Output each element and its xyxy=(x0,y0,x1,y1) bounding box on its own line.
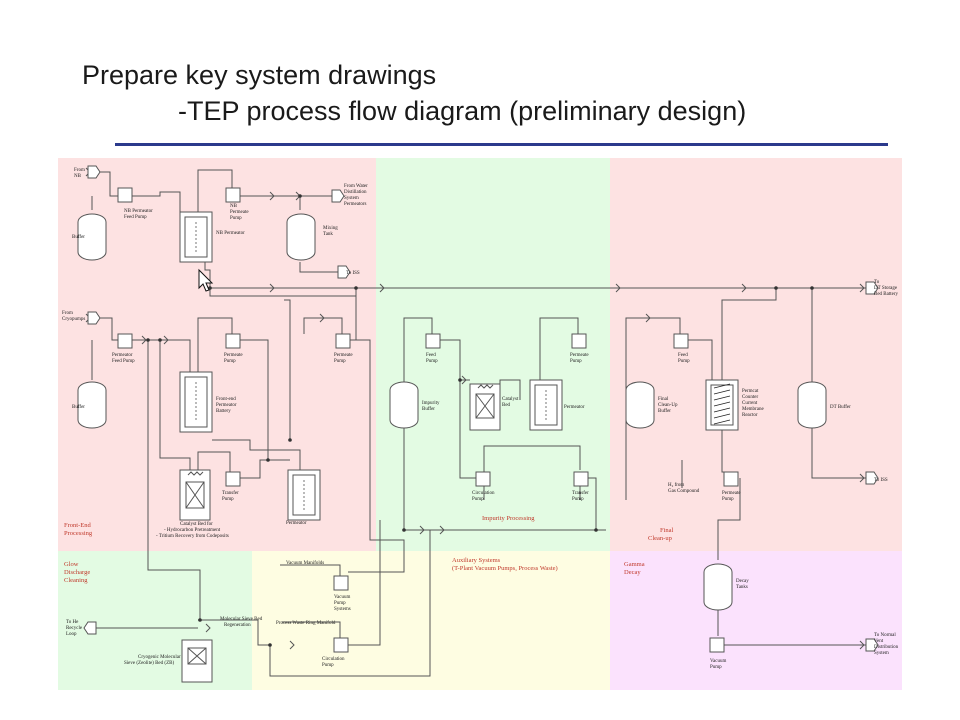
piping xyxy=(88,169,868,677)
zone-auxiliary xyxy=(252,551,610,690)
svg-text:To ISS: To ISS xyxy=(874,478,888,483)
section-auxiliary: Auxiliary Systems(T-Plant Vacuum Pumps, … xyxy=(452,557,558,572)
svg-text:Vacuum Manifolds: Vacuum Manifolds xyxy=(286,561,324,566)
vessel-details xyxy=(195,222,731,510)
junction-dots xyxy=(146,194,814,647)
svg-text:NB Permeator: NB Permeator xyxy=(216,231,245,236)
svg-text:Buffer: Buffer xyxy=(72,235,85,240)
slide-subtitle: -TEP process flow diagram (preliminary d… xyxy=(178,96,747,126)
zone-final-cleanup xyxy=(610,158,902,551)
section-impurity: Impurity Processing xyxy=(482,515,535,522)
svg-text:DT Buffer: DT Buffer xyxy=(830,405,851,410)
zone-impurity xyxy=(376,158,610,551)
svg-text:Permeator: Permeator xyxy=(564,405,585,410)
svg-text:Buffer: Buffer xyxy=(72,405,85,410)
zone-gamma xyxy=(610,551,902,690)
svg-text:Permeator: Permeator xyxy=(286,521,307,526)
title-rule xyxy=(115,143,888,146)
mouse-cursor xyxy=(198,268,214,292)
tanks xyxy=(77,213,827,611)
flow-flags xyxy=(83,165,879,652)
svg-text:To ISS: To ISS xyxy=(346,271,360,276)
pumps xyxy=(117,187,739,653)
svg-text:Process Waste Ring Manifold: Process Waste Ring Manifold xyxy=(276,621,336,626)
slide-title: Prepare key system drawings xyxy=(82,60,437,90)
svg-text:Catalyst Bed for- Hydrocarbon: Catalyst Bed for- Hydrocarbon Pretreatme… xyxy=(156,522,229,539)
zone-front-end xyxy=(58,158,376,551)
